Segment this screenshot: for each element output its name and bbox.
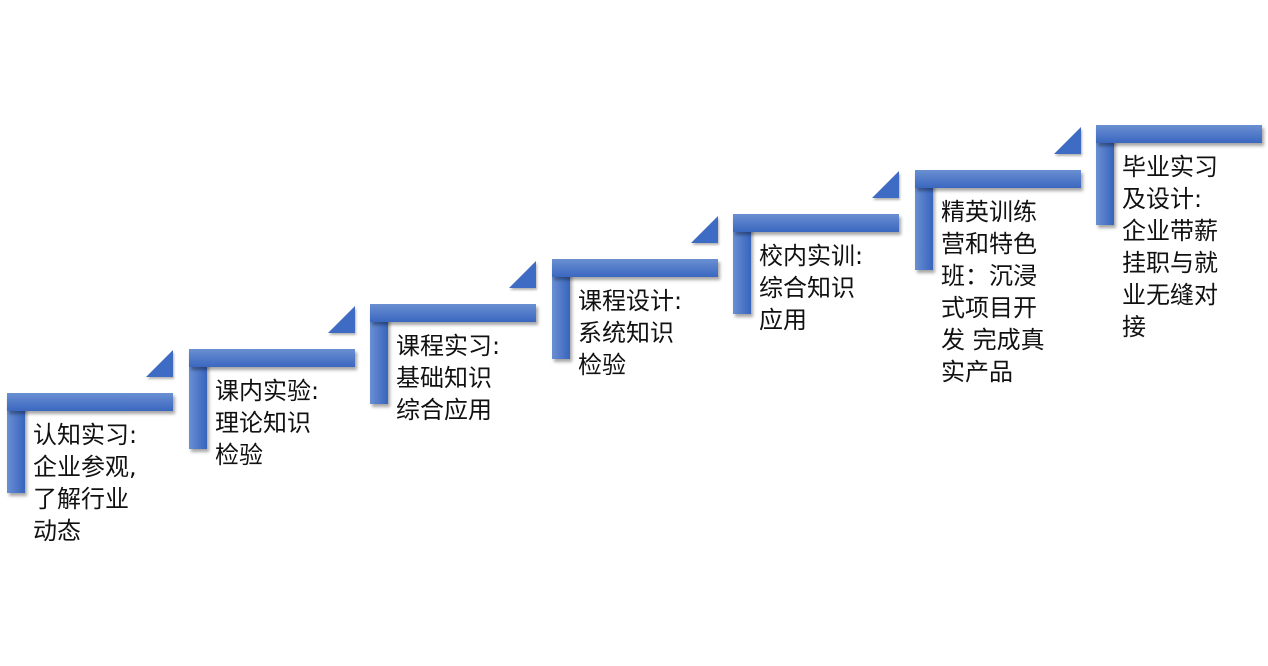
step-vertical-bar [7, 393, 25, 493]
step-label-line: 精英训练 [941, 198, 1037, 226]
step-vertical-bar [189, 349, 207, 449]
step-7: 毕业实习及设计: 企业带薪挂职与就业无缝对接 [1096, 125, 1262, 341]
step-label-line: 式项目开 [941, 294, 1037, 322]
step-arrow-triangle-icon [691, 216, 718, 243]
step-label-line: 发 完成真 [941, 326, 1045, 354]
step-horizontal-bar [1096, 125, 1262, 143]
step-label: 课程实习: 基础知识综合应用 [396, 330, 500, 426]
step-label-line: 挂职与就 [1122, 249, 1218, 277]
step-label-line: 基础知识 [396, 364, 492, 392]
step-vertical-bar [552, 259, 570, 359]
step-label-line: 检验 [578, 351, 626, 379]
step-vertical-bar [370, 304, 388, 404]
step-vertical-bar [733, 214, 751, 314]
step-label-line: 及设计: [1122, 185, 1203, 213]
step-label-line: 企业参观, [33, 453, 137, 481]
step-5: 校内实训: 综合知识应用 [733, 171, 899, 334]
step-horizontal-bar [552, 259, 718, 277]
step-6: 精英训练营和特色班：沉浸式项目开发 完成真实产品 [915, 127, 1081, 386]
step-label-line: 检验 [215, 441, 263, 469]
step-label-line: 综合知识 [759, 274, 855, 302]
step-arrow-triangle-icon [1054, 127, 1081, 154]
step-label-line: 课程实习: [396, 332, 501, 360]
step-label-line: 动态 [33, 517, 81, 545]
step-label-line: 业无缝对 [1122, 281, 1218, 309]
step-label-line: 课程设计: [578, 287, 683, 315]
step-label-line: 企业带薪 [1122, 217, 1218, 245]
step-label-line: 应用 [759, 306, 807, 334]
step-arrow-triangle-icon [872, 171, 899, 198]
step-label: 课内实验: 理论知识检验 [215, 375, 319, 471]
step-label-line: 了解行业 [33, 485, 129, 513]
step-horizontal-bar [733, 214, 899, 232]
step-vertical-bar [915, 170, 933, 270]
step-horizontal-bar [189, 349, 355, 367]
step-label: 认知实习: 企业参观, 了解行业动态 [33, 419, 137, 547]
step-4: 课程设计: 系统知识检验 [552, 216, 718, 379]
step-label: 校内实训: 综合知识应用 [759, 240, 863, 336]
step-label-line: 理论知识 [215, 409, 311, 437]
step-label-line: 班：沉浸 [941, 262, 1037, 290]
step-vertical-bar [1096, 125, 1114, 225]
step-label-line: 接 [1122, 313, 1146, 341]
step-label: 毕业实习及设计: 企业带薪挂职与就业无缝对接 [1122, 151, 1218, 343]
step-arrow-triangle-icon [509, 261, 536, 288]
step-label-line: 校内实训: [759, 242, 864, 270]
step-label-line: 实产品 [941, 358, 1013, 386]
step-label-line: 毕业实习 [1122, 153, 1218, 181]
step-label-line: 认知实习: [33, 421, 138, 449]
step-label-line: 系统知识 [578, 319, 674, 347]
step-3: 课程实习: 基础知识综合应用 [370, 261, 536, 424]
step-2: 课内实验: 理论知识检验 [189, 306, 355, 469]
step-label-line: 课内实验: [215, 377, 320, 405]
step-label: 精英训练营和特色班：沉浸式项目开发 完成真实产品 [941, 196, 1045, 388]
step-horizontal-bar [915, 170, 1081, 188]
step-horizontal-bar [370, 304, 536, 322]
step-horizontal-bar [7, 393, 173, 411]
step-arrow-triangle-icon [146, 350, 173, 377]
step-arrow-triangle-icon [328, 306, 355, 333]
step-label-line: 综合应用 [396, 396, 492, 424]
step-label: 课程设计: 系统知识检验 [578, 285, 682, 381]
step-label-line: 营和特色 [941, 230, 1037, 258]
step-1: 认知实习: 企业参观, 了解行业动态 [7, 350, 173, 545]
